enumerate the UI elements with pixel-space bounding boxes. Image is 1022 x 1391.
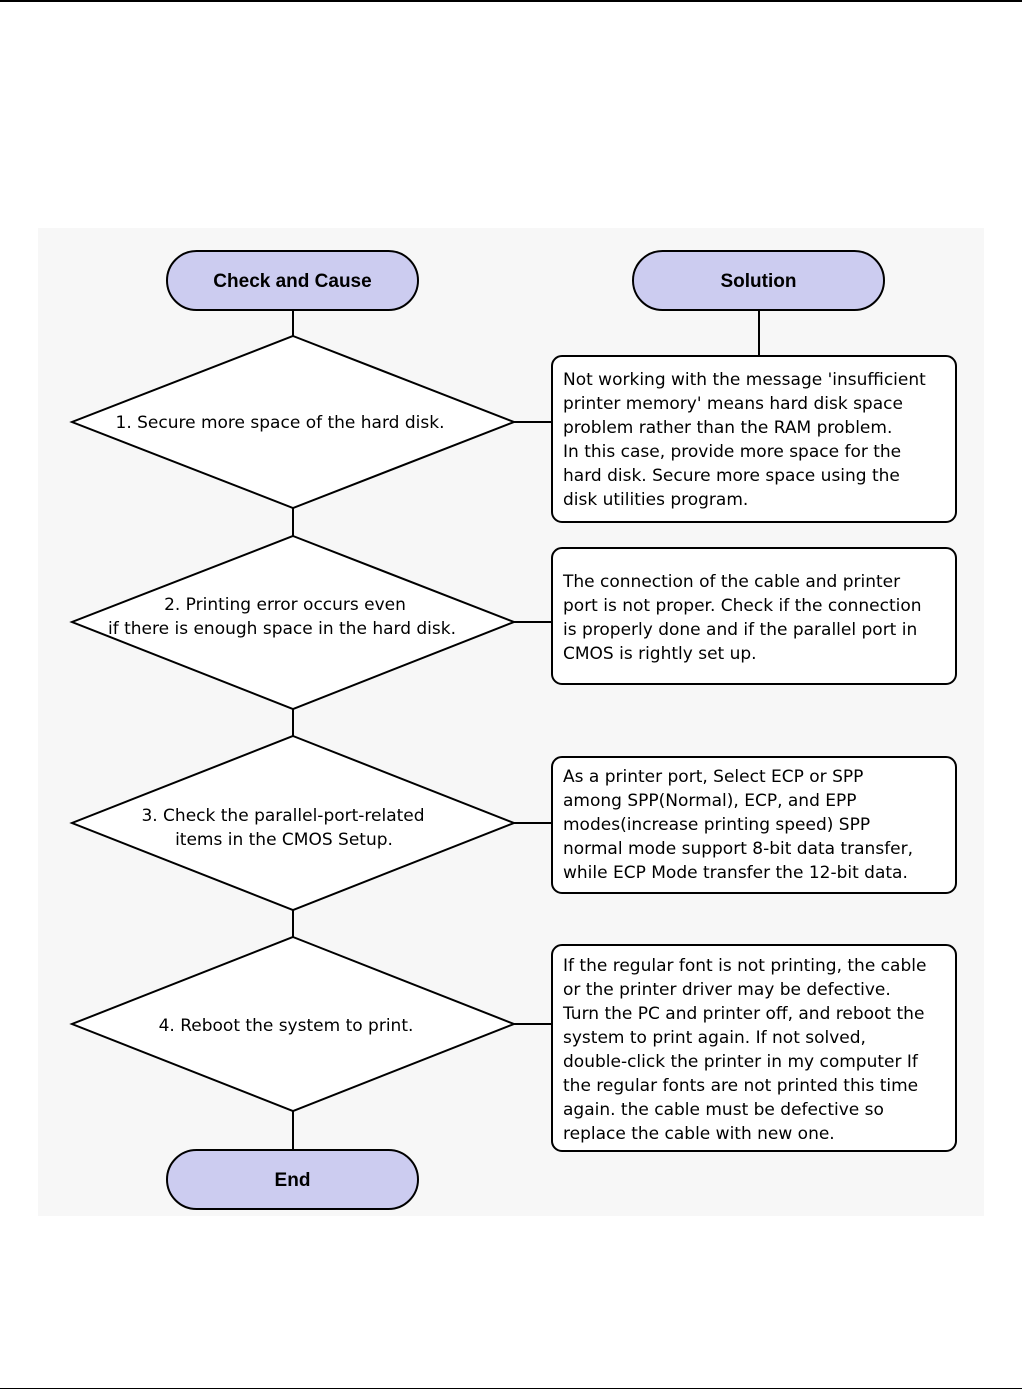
solution-3-line: among SPP(Normal), ECP, and EPP [563,791,857,811]
solution-1-line: printer memory' means hard disk space [563,394,903,414]
solution-1-line: problem rather than the RAM problem. [563,418,893,438]
solution-3-line: As a printer port, Select ECP or SPP [563,767,864,787]
solution-box-1 [551,355,957,523]
solution-4-line: Turn the PC and printer off, and reboot … [563,1004,925,1024]
solution-3-line: modes(increase printing speed) SPP [563,815,871,835]
solution-2-line: CMOS is rightly set up. [563,644,757,664]
end-terminal [166,1149,419,1210]
solution-1-line: hard disk. Secure more space using the [563,466,900,486]
check-and-cause-header [166,250,419,311]
solution-box-4 [551,944,957,1152]
solution-box-3 [551,756,957,894]
solution-text-3: As a printer port, Select ECP or SPP amo… [563,765,913,885]
solution-2-line: The connection of the cable and printer [563,572,901,592]
solution-2-line: port is not proper. Check if the connect… [563,596,922,616]
decision-step-3 [69,734,517,912]
solution-4-line: system to print again. If not solved, [563,1028,866,1048]
step-1-check-text: 1. Secure more space of the hard disk. [116,413,445,433]
solution-3-line: normal mode support 8-bit data transfer, [563,839,914,859]
check-and-cause-label: Check and Cause [213,271,371,292]
solution-4-line: the regular fonts are not printed this t… [563,1076,919,1096]
step-3-check-text-line-1: 3. Check the parallel-port-related [141,806,424,826]
solution-header [632,250,885,311]
step-2-check-text-line-1: 2. Printing error occurs even [164,595,406,615]
solution-text-1: Not working with the message 'insufficie… [563,368,926,512]
solution-4-line: replace the cable with new one. [563,1124,835,1144]
decision-step-2 [69,534,517,711]
solution-4-line: or the printer driver may be defective. [563,980,891,1000]
solution-4-line: again. the cable must be defective so [563,1100,884,1120]
solution-4-line: If the regular font is not printing, the… [563,956,927,976]
top-rule [0,0,1022,2]
solution-text-4: If the regular font is not printing, the… [563,954,926,1146]
solution-text-2: The connection of the cable and printer … [563,570,922,666]
solution-4-line: double-click the printer in my computer … [563,1052,918,1072]
solution-label: Solution [721,271,797,292]
solution-box-2 [551,547,957,685]
bottom-rule [0,1388,1022,1389]
solution-1-line: In this case, provide more space for the [563,442,902,462]
solution-2-line: is properly done and if the parallel por… [563,620,918,640]
step-3-check-text-line-2: items in the CMOS Setup. [175,830,393,850]
solution-1-line: Not working with the message 'insufficie… [563,370,926,390]
solution-1-line: disk utilities program. [563,490,749,510]
decision-step-1 [69,334,517,510]
solution-3-line: while ECP Mode transfer the 12-bit data. [563,863,908,883]
step-4-check-text: 4. Reboot the system to print. [159,1016,414,1036]
step-2-check-text-line-2: if there is enough space in the hard dis… [108,619,456,639]
decision-step-4 [69,935,517,1113]
end-label: End [275,1170,311,1191]
